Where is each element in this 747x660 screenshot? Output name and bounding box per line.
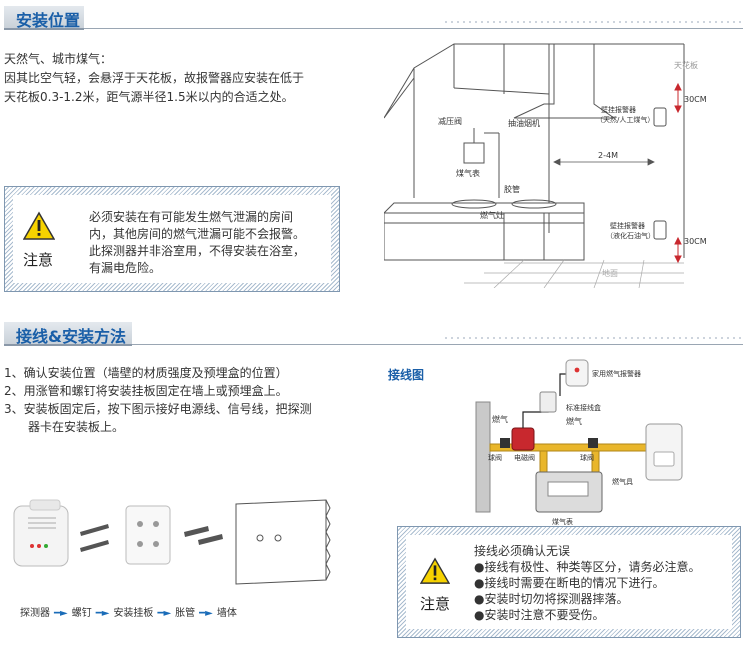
notice-label: 注意 xyxy=(23,251,54,269)
notice-item: ●接线有极性、种类等区分，请务必注意。 xyxy=(474,560,701,574)
installation-parts-diagram xyxy=(13,499,331,585)
wiring-diagram-title: 接线图 xyxy=(388,368,425,382)
notice-label: 注意 xyxy=(420,595,451,613)
step-item: 3、安装板固定后，按下图示接好电源线、信号线，把探测 xyxy=(4,402,312,416)
notice-line: 有漏电危险。 xyxy=(89,261,162,275)
top-distance-label: 30CM xyxy=(684,95,707,104)
bottom-alarm-label: 壁挂报警器 xyxy=(610,221,645,230)
section-title-text: 安装位置 xyxy=(16,11,81,30)
mid-distance-label: 2-4M xyxy=(598,151,618,160)
solenoid-valve-label: 电磁阀 xyxy=(514,453,535,462)
appliance-label: 燃气具 xyxy=(612,477,633,486)
section-title-wiring: 接线&安装方法 xyxy=(4,322,743,346)
step-item: 器卡在安装板上。 xyxy=(28,420,125,434)
notice-line: 内，其他房间的燃气泄漏可能不会报警。 xyxy=(89,227,306,241)
notice-line: 此探测器并非浴室用，不得安装在浴室， xyxy=(89,244,306,258)
gas-left-label: 燃气 xyxy=(492,414,508,424)
kitchen-installation-diagram: 天花板 壁挂报警器 （天然/人工煤气） 30CM 抽油烟机 减压阀 煤气表 胶管… xyxy=(384,43,707,288)
arrow-right-icon: ━► xyxy=(54,608,68,619)
flow-item: 墙体 xyxy=(216,608,237,619)
flow-item: 胀管 xyxy=(175,608,196,619)
mounting-plate-illustration xyxy=(125,505,171,565)
notice-text: 接线必须确认无误 ●接线有极性、种类等区分，请务必注意。 ●接线时需要在断电的情… xyxy=(474,543,736,623)
step-item: 1、确认安装位置（墙壁的材质强度及预埋盒的位置） xyxy=(4,366,288,380)
arrow-right-icon: ━► xyxy=(199,608,213,619)
arrow-right-icon: ━► xyxy=(95,608,110,619)
anchor-illustration xyxy=(184,526,223,545)
alarm-label: 家用燃气报警器 xyxy=(592,369,641,378)
notice-box-install: 注意 必须安装在有可能发生燃气泄漏的房间 内，其他房间的燃气泄漏可能不会报警。 … xyxy=(4,186,340,292)
wiring-diagram: 家用燃气报警器 标准接线盒 燃气 燃气 球阀 电磁阀 球阀 燃气具 煤气表 xyxy=(475,359,683,526)
floor-label: 地面 xyxy=(602,268,618,278)
notice-item: ●安装时注意不要受伤。 xyxy=(474,608,605,622)
ball-valve-right-label: 球阀 xyxy=(580,453,594,462)
meter-label: 煤气表 xyxy=(552,517,573,526)
notice-box-wiring: 注意 接线必须确认无误 ●接线有极性、种类等区分，请务必注意。 ●接线时需要在断… xyxy=(397,526,741,638)
screw-illustration xyxy=(80,524,109,552)
step-item: 2、用涨管和螺钉将安装挂板固定在墙上或预埋盒上。 xyxy=(4,384,288,398)
notice-item: ●接线时需要在断电的情况下进行。 xyxy=(474,576,665,590)
hose-label: 胶管 xyxy=(504,184,520,194)
install-steps: 1、确认安装位置（墙壁的材质强度及预埋盒的位置） 2、用涨管和螺钉将安装挂板固定… xyxy=(4,364,364,436)
detector-illustration xyxy=(13,499,69,567)
flow-item: 探测器 xyxy=(20,608,50,619)
hood-label: 抽油烟机 xyxy=(508,118,540,128)
ceiling-label: 天花板 xyxy=(674,60,698,70)
ball-valve-left-label: 球阀 xyxy=(488,453,502,462)
notice-text: 必须安装在有可能发生燃气泄漏的房间 内，其他房间的燃气泄漏可能不会报警。 此探测… xyxy=(89,209,337,277)
junction-box-label: 标准接线盒 xyxy=(566,403,601,412)
para-line: 天然气、城市煤气： xyxy=(4,52,113,66)
valve-label: 减压阀 xyxy=(438,116,462,126)
para-line: 天花板0.3-1.2米，距气源半径1.5米以内的合适之处。 xyxy=(4,90,294,104)
notice-line: 必须安装在有可能发生燃气泄漏的房间 xyxy=(89,210,294,224)
parts-flow: 探测器━►螺钉━►安装挂板━►胀管━►墙体 xyxy=(20,604,237,619)
para-line: 因其比空气轻，会悬浮于天花板，故报警器应安装在低于 xyxy=(4,71,305,85)
notice-item: ●安装时切勿将探测器摔落。 xyxy=(474,592,629,606)
meter-label: 煤气表 xyxy=(456,168,480,178)
stove-label: 燃气灶 xyxy=(480,210,504,220)
wall-illustration xyxy=(235,499,331,585)
warning-icon xyxy=(23,211,55,240)
arrow-right-icon: ━► xyxy=(157,608,172,619)
notice-title: 接线必须确认无误 xyxy=(474,544,571,558)
bottom-alarm-note: （液化石油气） xyxy=(606,231,655,240)
gas-right-label: 燃气 xyxy=(566,416,582,426)
top-alarm-label: 壁挂报警器 xyxy=(601,105,636,114)
top-alarm-note: （天然/人工煤气） xyxy=(596,115,654,124)
section-title-install-position: 安装位置 xyxy=(4,6,743,30)
flow-item: 安装挂板 xyxy=(113,608,154,619)
warning-icon xyxy=(420,557,450,584)
flow-item: 螺钉 xyxy=(71,608,92,619)
install-position-text: 天然气、城市煤气： 因其比空气轻，会悬浮于天花板，故报警器应安装在低于 天花板0… xyxy=(4,50,344,107)
section-title-text: 接线&安装方法 xyxy=(16,327,126,346)
bottom-distance-label: 30CM xyxy=(684,237,707,246)
